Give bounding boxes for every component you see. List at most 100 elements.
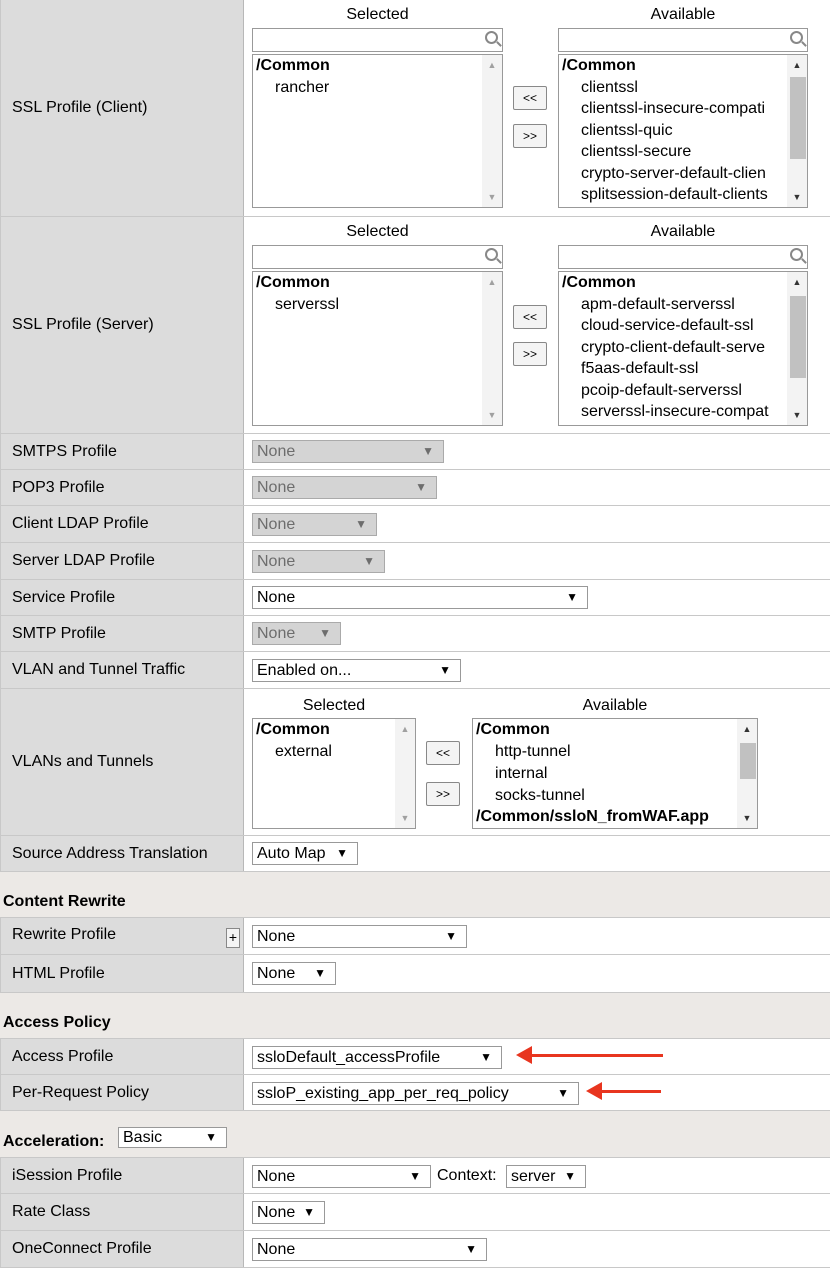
- vlan-traffic-label: VLAN and Tunnel Traffic: [12, 661, 186, 678]
- isession-row: iSession Profile None▼ Context: server▼: [0, 1157, 830, 1194]
- list-item[interactable]: pcoip-default-serverssl: [581, 382, 742, 399]
- selected-search-input[interactable]: [252, 28, 503, 52]
- snat-label: Source Address Translation: [12, 844, 208, 862]
- available-listbox[interactable]: /Common apm-default-serverssl cloud-serv…: [558, 271, 808, 426]
- scroll-down-icon[interactable]: ▼: [487, 410, 497, 420]
- rewrite-label: Rewrite Profile: [12, 926, 117, 943]
- selected-listbox[interactable]: /Common rancher ▲▼: [252, 54, 503, 208]
- available-search-input[interactable]: [558, 28, 808, 52]
- ssl-server-label: SSL Profile (Server): [12, 316, 154, 333]
- available-listbox[interactable]: /Common http-tunnel internal socks-tunne…: [472, 718, 758, 829]
- context-select[interactable]: server▼: [506, 1165, 586, 1188]
- list-item[interactable]: serverssl: [275, 296, 340, 313]
- snat-select[interactable]: Auto Map▼: [252, 842, 358, 865]
- smtps-select[interactable]: None▼: [252, 440, 444, 463]
- acceleration-mode-select[interactable]: Basic▼: [118, 1127, 227, 1148]
- smtps-label: SMTPS Profile: [12, 442, 117, 460]
- add-rewrite-button[interactable]: +: [226, 928, 240, 948]
- list-item[interactable]: external: [275, 743, 332, 760]
- scroll-down-icon[interactable]: ▼: [792, 410, 802, 420]
- scroll-down-icon[interactable]: ▼: [742, 813, 752, 823]
- rate-class-label: Rate Class: [12, 1203, 91, 1220]
- selected-listbox[interactable]: /Common external ▲▼: [252, 718, 416, 829]
- oneconnect-label: OneConnect Profile: [12, 1240, 152, 1257]
- list-group: /Common/ssloN_fromWAF.app: [476, 808, 709, 825]
- remove-button[interactable]: <<: [513, 86, 547, 110]
- rate-class-select[interactable]: None▼: [252, 1201, 325, 1224]
- per-request-select[interactable]: ssloP_existing_app_per_req_policy▼: [252, 1082, 579, 1105]
- scrollbar[interactable]: ▲▼: [482, 272, 502, 425]
- scroll-down-icon[interactable]: ▼: [400, 813, 410, 823]
- list-item[interactable]: cloud-service-default-ssl: [581, 317, 754, 334]
- list-item[interactable]: rancher: [275, 79, 330, 96]
- list-item[interactable]: clientssl: [581, 79, 638, 96]
- list-item[interactable]: http-tunnel: [495, 743, 571, 760]
- available-header: Available: [650, 6, 716, 23]
- list-group: /Common: [562, 57, 636, 74]
- scroll-up-icon[interactable]: ▲: [792, 277, 802, 287]
- scroll-down-icon[interactable]: ▼: [487, 192, 497, 202]
- list-item[interactable]: internal: [495, 765, 548, 782]
- list-item[interactable]: splitsession-default-clients: [581, 186, 768, 203]
- selected-listbox[interactable]: /Common serverssl ▲▼: [252, 271, 503, 426]
- vlan-traffic-select[interactable]: Enabled on...▼: [252, 659, 461, 682]
- remove-button[interactable]: <<: [513, 305, 547, 329]
- available-search-input[interactable]: [558, 245, 808, 269]
- service-label: Service Profile: [12, 588, 116, 606]
- oneconnect-select[interactable]: None▼: [252, 1238, 487, 1261]
- list-item[interactable]: crypto-server-default-clien: [581, 165, 766, 182]
- scroll-thumb[interactable]: [790, 77, 806, 159]
- list-item[interactable]: crypto-client-default-serve: [581, 339, 766, 356]
- smtp-label: SMTP Profile: [12, 624, 106, 642]
- triangle-down-icon: ▼: [314, 966, 326, 980]
- available-listbox[interactable]: /Common clientssl clientssl-insecure-com…: [558, 54, 808, 208]
- html-select[interactable]: None▼: [252, 962, 336, 985]
- smtp-select[interactable]: None▼: [252, 622, 341, 645]
- available-header: Available: [582, 697, 648, 714]
- access-profile-row: Access Profile ssloDefault_accessProfile…: [0, 1038, 830, 1075]
- scroll-thumb[interactable]: [740, 743, 756, 779]
- list-item[interactable]: serverssl-insecure-compat: [581, 403, 769, 420]
- scroll-up-icon[interactable]: ▲: [487, 60, 497, 70]
- list-item[interactable]: clientssl-secure: [581, 143, 692, 160]
- add-button[interactable]: >>: [426, 782, 460, 806]
- red-arrow-icon: [516, 1046, 663, 1064]
- isession-select[interactable]: None▼: [252, 1165, 431, 1188]
- available-header: Available: [650, 223, 716, 240]
- scroll-down-icon[interactable]: ▼: [792, 192, 802, 202]
- list-item[interactable]: socks-tunnel: [495, 787, 585, 804]
- per-request-label: Per-Request Policy: [12, 1083, 149, 1101]
- scroll-up-icon[interactable]: ▲: [487, 277, 497, 287]
- access-profile-select[interactable]: ssloDefault_accessProfile▼: [252, 1046, 502, 1069]
- rewrite-select[interactable]: None▼: [252, 925, 467, 948]
- scrollbar[interactable]: ▲▼: [787, 272, 807, 425]
- list-item[interactable]: clientssl-insecure-compati: [581, 100, 766, 117]
- scroll-thumb[interactable]: [790, 296, 806, 378]
- remove-button[interactable]: <<: [426, 741, 460, 765]
- scrollbar[interactable]: ▲▼: [395, 719, 415, 828]
- scrollbar[interactable]: ▲▼: [737, 719, 757, 828]
- server-ldap-row: Server LDAP Profile None▼: [0, 543, 830, 580]
- list-item[interactable]: f5aas-default-ssl: [581, 360, 699, 377]
- scroll-up-icon[interactable]: ▲: [400, 724, 410, 734]
- add-button[interactable]: >>: [513, 124, 547, 148]
- selected-search-input[interactable]: [252, 245, 503, 269]
- scroll-up-icon[interactable]: ▲: [792, 60, 802, 70]
- triangle-down-icon: ▼: [355, 517, 367, 531]
- add-button[interactable]: >>: [513, 342, 547, 366]
- server-ldap-select[interactable]: None▼: [252, 550, 385, 573]
- service-select[interactable]: None▼: [252, 586, 588, 609]
- client-ldap-select[interactable]: None▼: [252, 513, 377, 536]
- search-icon: [790, 248, 803, 261]
- scroll-up-icon[interactable]: ▲: [742, 724, 752, 734]
- list-item[interactable]: apm-default-serverssl: [581, 296, 735, 313]
- list-item[interactable]: clientssl-quic: [581, 122, 673, 139]
- pop3-select[interactable]: None▼: [252, 476, 437, 499]
- scrollbar[interactable]: ▲▼: [482, 55, 502, 207]
- triangle-down-icon: ▼: [303, 1205, 315, 1219]
- triangle-down-icon: ▼: [319, 626, 331, 640]
- triangle-down-icon: ▼: [336, 846, 348, 860]
- scrollbar[interactable]: ▲▼: [787, 55, 807, 207]
- triangle-down-icon: ▼: [445, 929, 457, 943]
- triangle-down-icon: ▼: [422, 444, 434, 458]
